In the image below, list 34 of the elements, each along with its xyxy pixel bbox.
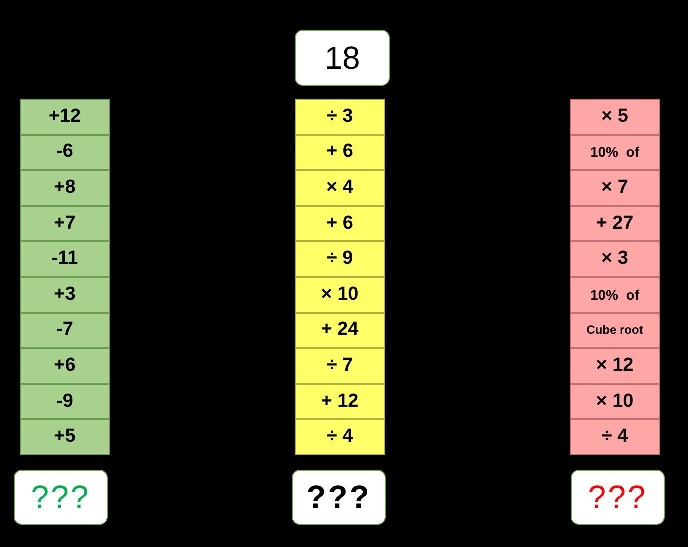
operation-step: + 6: [295, 206, 385, 242]
operation-step: -11: [20, 241, 110, 277]
answer-card: ???: [292, 470, 386, 525]
operation-step: -6: [20, 134, 110, 170]
operation-step: ÷ 9: [295, 241, 385, 277]
operation-step: × 7: [570, 170, 660, 206]
operation-step: × 12: [570, 348, 660, 384]
operation-step: + 27: [570, 206, 660, 242]
operation-step: ÷ 4: [570, 419, 660, 455]
operation-step: +3: [20, 277, 110, 313]
operation-step: +6: [20, 348, 110, 384]
operation-step: + 24: [295, 312, 385, 348]
operation-step: × 4: [295, 170, 385, 206]
operation-step: ÷ 7: [295, 348, 385, 384]
operation-step: × 5: [570, 99, 660, 135]
operation-step: 10% of: [570, 277, 660, 313]
operation-step: × 3: [570, 241, 660, 277]
operation-step: + 12: [295, 384, 385, 420]
operation-step: -9: [20, 384, 110, 420]
operation-step: + 6: [295, 134, 385, 170]
operation-step: +5: [20, 419, 110, 455]
operation-step: +12: [20, 99, 110, 135]
operation-step: × 10: [570, 384, 660, 420]
operation-step: +7: [20, 206, 110, 242]
operation-step: ÷ 4: [295, 419, 385, 455]
operation-step: 10% of: [570, 134, 660, 170]
operation-step: × 10: [295, 277, 385, 313]
operation-step: Cube root: [570, 312, 660, 348]
answer-card: ???: [571, 470, 665, 525]
operation-step: ÷ 3: [295, 99, 385, 135]
operation-step: +8: [20, 170, 110, 206]
answer-card: ???: [14, 470, 108, 525]
operation-step: -7: [20, 312, 110, 348]
start-number-card: 18: [295, 30, 390, 86]
